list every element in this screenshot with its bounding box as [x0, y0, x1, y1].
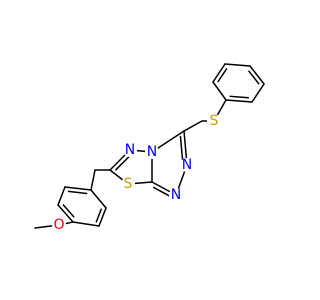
atom-label-n2: N [125, 142, 135, 158]
bond-24 [98, 207, 107, 227]
atom-label-n3: N [182, 157, 192, 173]
bond-20-double [67, 190, 88, 195]
atom-n-triazole-bottom: N [169, 187, 183, 203]
atom-o-methoxy: O [52, 217, 66, 233]
bond-15 [224, 63, 251, 67]
atom-label-s-ring: S [124, 176, 133, 192]
atom-label-n4: N [171, 187, 181, 203]
bond-14 [249, 65, 265, 85]
bond-13 [251, 83, 265, 103]
bond-25 [90, 189, 107, 209]
molecule-structure: N N N N S S O [34, 63, 265, 233]
bond-24-double [95, 208, 102, 223]
atom-s-ring: S [121, 176, 135, 192]
bond-22-double [62, 204, 75, 218]
bond-21 [57, 186, 66, 206]
atom-label-o-methoxy: O [53, 217, 64, 233]
bond-17 [212, 81, 227, 101]
bond-9 [183, 120, 203, 132]
bond-16-double [217, 68, 228, 83]
atom-label-n1: N [147, 144, 157, 160]
bond-19 [90, 169, 96, 191]
bond-12 [225, 99, 253, 103]
atom-n-ring-fusion: N [145, 144, 159, 160]
atom-label-s-thioether: S [210, 113, 219, 129]
bond-6-double [115, 155, 131, 171]
atom-s-thioether: S [207, 113, 221, 129]
bond-1-double [179, 135, 184, 162]
atom-label-layer: N N N N S S O [52, 113, 221, 233]
bond-3-double [152, 186, 172, 198]
bond-16 [212, 63, 226, 83]
atom-n-triazole-right: N [180, 157, 194, 173]
bond-22 [57, 204, 74, 223]
atom-n-thiadiazole: N [123, 142, 137, 158]
bond-20 [64, 186, 92, 191]
bond-12-double [229, 95, 250, 99]
bond-14-double [248, 70, 260, 85]
bond-23 [72, 221, 100, 227]
